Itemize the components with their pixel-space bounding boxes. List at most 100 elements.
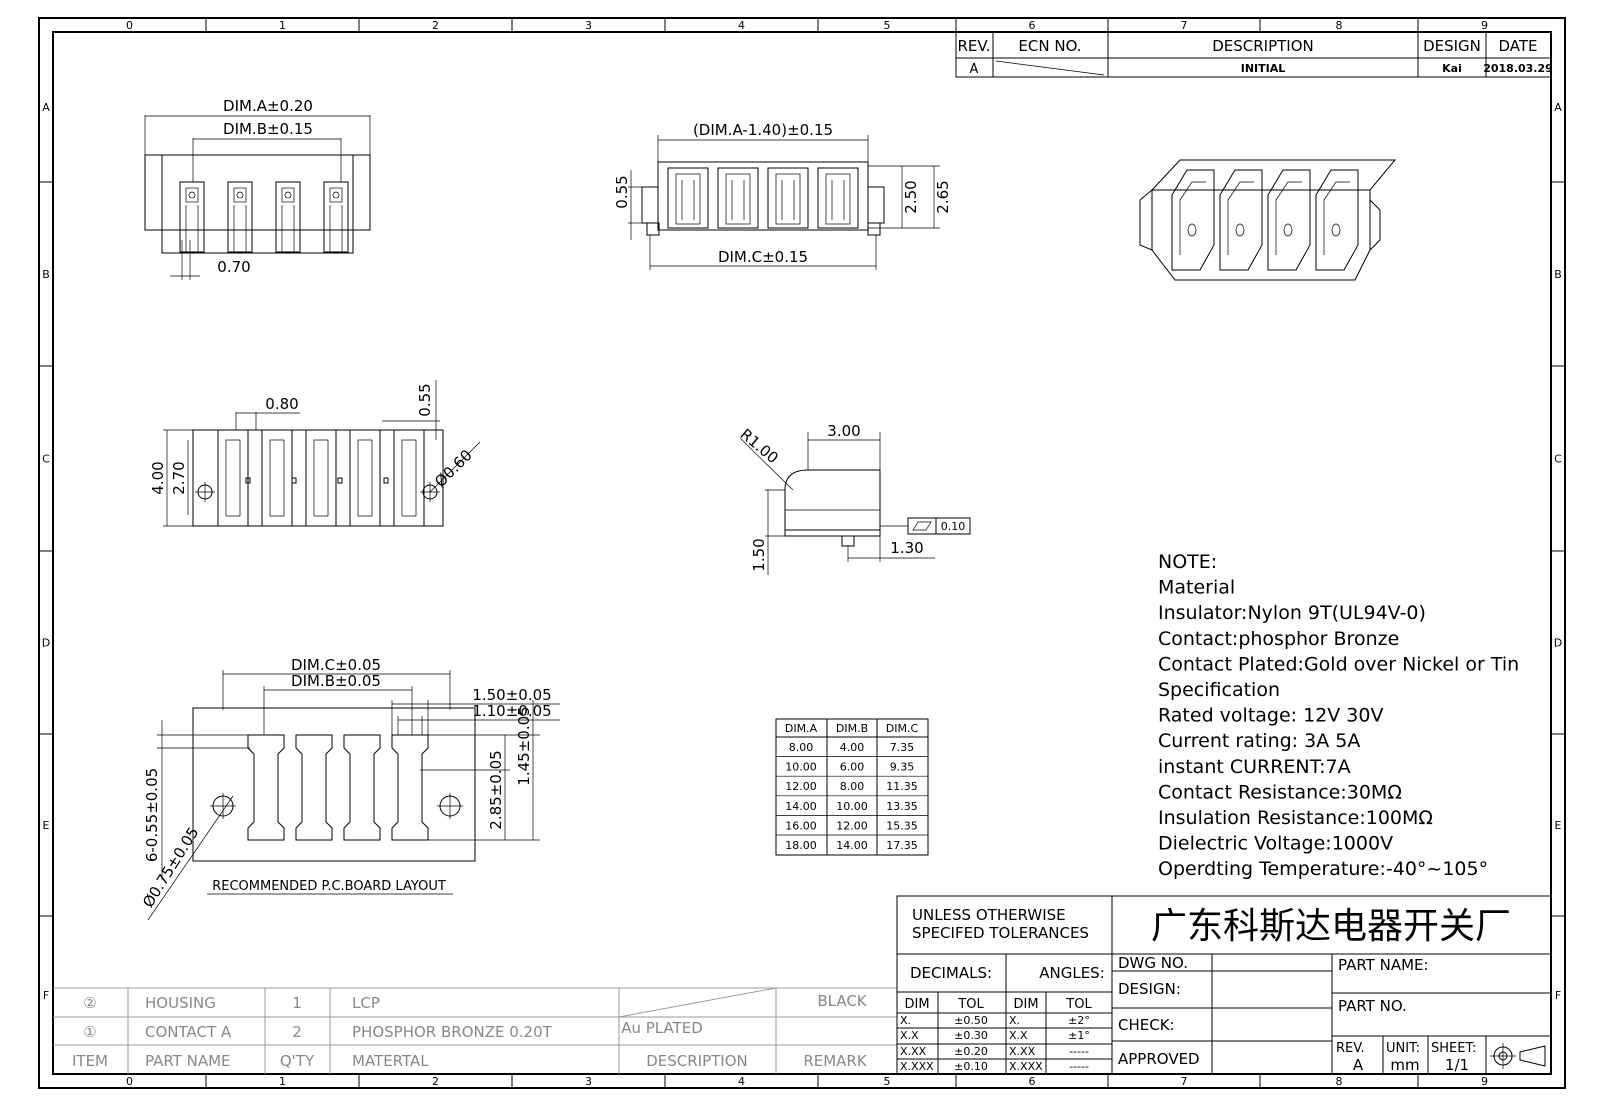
zone-row-label-right: F: [1555, 989, 1561, 1002]
note-line: Operdting Temperature:-40°~105°: [1158, 858, 1488, 880]
bom-row1-material: LCP: [352, 994, 380, 1012]
zone-col-label-top: 6: [1029, 19, 1036, 32]
pcb-caption: RECOMMENDED P.C.BOARD LAYOUT: [212, 879, 446, 894]
part-no-label: PART NO.: [1338, 997, 1407, 1015]
bom-header-part: PART NAME: [145, 1052, 231, 1070]
contact-slot: [767, 167, 809, 229]
pcb-height-1: 2.85±0.05: [487, 750, 505, 829]
zone-col-label-top: 1: [279, 19, 286, 32]
dim-top-label: (DIM.A-1.40)±0.15: [693, 121, 833, 139]
bottom-slot: [349, 429, 381, 527]
note-line: Contact Plated:Gold over Nickel or Tin: [1158, 653, 1519, 675]
front-view: (DIM.A-1.40)±0.15 0.55 2.50 2.65 DIM.C±0…: [613, 121, 952, 270]
zone-row-label-left: A: [42, 101, 50, 114]
pcb-pad: [295, 734, 333, 841]
flatness-label: 0.10: [941, 520, 966, 533]
contact-slot: [1315, 169, 1359, 271]
contact-slot: [717, 167, 759, 229]
pitch-label: 0.70: [217, 258, 250, 276]
zone-col-label-bottom: 9: [1481, 1075, 1488, 1088]
zone-col-label-top: 5: [884, 19, 891, 32]
zone-row-label-right: B: [1554, 268, 1562, 281]
dim-table-header-c: DIM.C: [886, 722, 919, 735]
angle-tol: -----: [1069, 1045, 1089, 1058]
projection-symbol-icon: [1490, 1043, 1546, 1069]
date-header: DATE: [1498, 37, 1537, 55]
rev-value-title: A: [1353, 1056, 1364, 1074]
pcb-height-2: 1.45±0.05: [515, 706, 533, 785]
isometric-view: [1139, 159, 1397, 281]
zone-col-label-bottom: 1: [279, 1075, 286, 1088]
dim-table-cell: 14.00: [836, 839, 868, 852]
decimal-tol: ±0.30: [954, 1029, 988, 1042]
zone-row-label-left: F: [43, 989, 49, 1002]
angle-dim: X.XXX: [1009, 1060, 1043, 1073]
bom-header-material: MATERTAL: [352, 1052, 429, 1070]
angles-dim-header: DIM: [1013, 997, 1038, 1012]
angle-dim: X.XX: [1009, 1045, 1036, 1058]
unit-value: mm: [1390, 1056, 1419, 1074]
bottom-height-2: 2.70: [170, 461, 188, 494]
bottom-slot: [305, 429, 337, 527]
contact-slot: [1171, 169, 1215, 271]
zone-col-label-top: 9: [1481, 19, 1488, 32]
sheet-label: SHEET:: [1431, 1041, 1476, 1056]
top-view: DIM.A±0.20 DIM.B±0.15 0.70: [144, 97, 371, 280]
dim-table-header-b: DIM.B: [836, 722, 868, 735]
description-value: INITIAL: [1241, 62, 1286, 75]
zone-col-label-bottom: 2: [432, 1075, 439, 1088]
title-block: UNLESS OTHERWISE SPECIFED TOLERANCES 广东科…: [896, 895, 1552, 1075]
dim-table-cell: 15.35: [886, 819, 918, 832]
zone-row-label-left: C: [42, 453, 50, 466]
zone-row-label-left: B: [42, 268, 50, 281]
sheet-value: 1/1: [1445, 1056, 1469, 1074]
tolerance-line-2: SPECIFED TOLERANCES: [912, 924, 1089, 942]
pcb-dim-b: DIM.B±0.05: [291, 672, 381, 690]
part-name-label: PART NAME:: [1338, 956, 1429, 974]
side-offset-label: 1.30: [890, 539, 923, 557]
dim-table-cell: 10.00: [785, 761, 817, 774]
dim-table-cell: 4.00: [840, 741, 865, 754]
note-line: Contact Resistance:30MΩ: [1158, 781, 1402, 803]
pcb-pad: [343, 734, 381, 841]
dim-table-cell: 13.35: [886, 800, 918, 813]
side-height-label: 1.50: [750, 538, 768, 571]
pcb-width-1: 1.50±0.05: [472, 686, 551, 704]
dim-table-cell: 14.00: [785, 800, 817, 813]
zone-row-label-left: D: [42, 637, 50, 650]
side-width-label: 3.00: [827, 422, 860, 440]
note-line: Material: [1158, 577, 1235, 599]
zone-col-label-bottom: 4: [738, 1075, 745, 1088]
zone-row-label-left: E: [43, 819, 50, 832]
bom-row2-material: PHOSPHOR BRONZE 0.20T: [352, 1023, 553, 1041]
dwg-no-label: DWG NO.: [1118, 954, 1188, 972]
check-label: CHECK:: [1118, 1016, 1175, 1034]
bom-header-remark: REMARK: [803, 1052, 868, 1070]
zone-col-label-bottom: 3: [585, 1075, 592, 1088]
zone-col-label-top: 0: [126, 19, 133, 32]
description-header: DESCRIPTION: [1212, 37, 1314, 55]
tolerance-line-1: UNLESS OTHERWISE: [912, 906, 1066, 924]
angles-label: ANGLES:: [1039, 964, 1105, 982]
zone-col-label-bottom: 8: [1336, 1075, 1343, 1088]
dim-table-cell: 10.00: [836, 800, 868, 813]
contact-slot: [667, 167, 709, 229]
note-line: Current rating: 3A 5A: [1158, 730, 1360, 752]
zone-row-label-right: D: [1554, 637, 1562, 650]
rev-value: A: [970, 62, 979, 77]
contact-slot: [1219, 169, 1263, 271]
angle-dim: X.: [1009, 1014, 1020, 1027]
dim-a-label: DIM.A±0.20: [223, 97, 313, 115]
date-value: 2018.03.29: [1483, 62, 1553, 75]
bottom-slot: [393, 429, 425, 527]
decimal-dim: X.XXX: [900, 1060, 934, 1073]
zone-col-label-top: 3: [585, 19, 592, 32]
front-left-height: 0.55: [613, 175, 631, 208]
dim-table-cell: 12.00: [836, 819, 868, 832]
dim-table-cell: 8.00: [789, 741, 814, 754]
note-line: Insulator:Nylon 9T(UL94V-0): [1158, 602, 1426, 624]
bom-header-description: DESCRIPTION: [646, 1052, 748, 1070]
angles-tol-header: TOL: [1065, 997, 1092, 1012]
bom-header-qty: Q'TY: [280, 1052, 315, 1070]
